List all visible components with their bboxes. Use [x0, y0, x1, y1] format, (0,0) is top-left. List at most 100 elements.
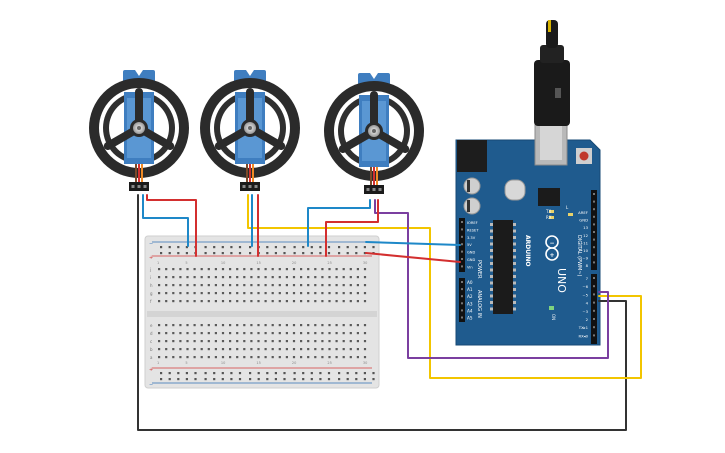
rail-hole[interactable] [249, 372, 252, 375]
terminal-hole[interactable] [356, 284, 359, 287]
terminal-hole[interactable] [158, 324, 161, 327]
terminal-hole[interactable] [257, 268, 260, 271]
terminal-hole[interactable] [264, 340, 267, 343]
terminal-hole[interactable] [193, 268, 196, 271]
terminal-hole[interactable] [285, 276, 288, 279]
terminal-hole[interactable] [221, 276, 225, 279]
terminal-hole[interactable] [207, 332, 210, 335]
terminal-hole[interactable] [363, 324, 367, 327]
terminal-hole[interactable] [300, 356, 303, 359]
terminal-hole[interactable] [321, 332, 324, 335]
rail-hole[interactable] [160, 252, 163, 255]
rail-hole[interactable] [372, 378, 375, 381]
rail-hole[interactable] [177, 372, 180, 375]
terminal-hole[interactable] [243, 284, 246, 287]
terminal-hole[interactable] [335, 332, 338, 335]
terminal-hole[interactable] [278, 292, 281, 295]
terminal-hole[interactable] [264, 356, 267, 359]
terminal-hole[interactable] [236, 300, 239, 303]
terminal-hole[interactable] [292, 356, 296, 359]
top-power-rail[interactable] [160, 246, 375, 255]
terminal-hole[interactable] [186, 332, 189, 335]
terminal-hole[interactable] [236, 348, 239, 351]
terminal-hole[interactable] [363, 300, 367, 303]
terminal-hole[interactable] [335, 348, 338, 351]
terminal-hole[interactable] [271, 268, 274, 271]
rail-hole[interactable] [249, 252, 252, 255]
terminal-hole[interactable] [165, 300, 168, 303]
terminal-hole[interactable] [271, 324, 274, 327]
terminal-hole[interactable] [207, 324, 210, 327]
rail-hole[interactable] [249, 378, 252, 381]
terminal-hole[interactable] [165, 332, 168, 335]
terminal-hole[interactable] [307, 340, 310, 343]
terminal-hole[interactable] [349, 356, 352, 359]
terminal-hole[interactable] [314, 356, 317, 359]
terminal-hole[interactable] [285, 292, 288, 295]
terminal-hole[interactable] [264, 284, 267, 287]
terminal-hole[interactable] [200, 324, 203, 327]
terminal-hole[interactable] [243, 324, 246, 327]
terminal-hole[interactable] [328, 324, 331, 327]
terminal-hole[interactable] [165, 324, 168, 327]
terminal-hole[interactable] [314, 332, 317, 335]
terminal-hole[interactable] [300, 340, 303, 343]
rail-hole[interactable] [338, 246, 341, 249]
rail-hole[interactable] [355, 252, 358, 255]
terminal-hole[interactable] [363, 276, 367, 279]
terminal-hole[interactable] [335, 356, 338, 359]
terminal-hole[interactable] [356, 324, 359, 327]
rail-hole[interactable] [249, 246, 252, 249]
rail-hole[interactable] [238, 246, 242, 249]
rail-hole[interactable] [363, 252, 366, 255]
terminal-hole[interactable] [335, 276, 338, 279]
terminal-hole[interactable] [243, 292, 246, 295]
terminal-hole[interactable] [328, 300, 331, 303]
rail-hole[interactable] [283, 246, 286, 249]
rail-hole[interactable] [177, 252, 180, 255]
terminal-hole[interactable] [335, 300, 338, 303]
terminal-hole[interactable] [221, 284, 225, 287]
terminal-hole[interactable] [200, 292, 203, 295]
terminal-hole[interactable] [349, 284, 352, 287]
terminal-hole[interactable] [165, 284, 168, 287]
rail-hole[interactable] [302, 246, 305, 249]
rail-hole[interactable] [238, 378, 242, 381]
terminal-hole[interactable] [200, 340, 203, 343]
terminal-hole[interactable] [186, 276, 189, 279]
terminal-hole[interactable] [229, 348, 232, 351]
terminal-hole[interactable] [278, 268, 281, 271]
terminal-hole[interactable] [250, 300, 253, 303]
terminal-hole[interactable] [356, 348, 359, 351]
terminal-hole[interactable] [264, 324, 267, 327]
terminal-hole[interactable] [307, 324, 310, 327]
terminal-hole[interactable] [314, 348, 317, 351]
terminal-hole[interactable] [200, 348, 203, 351]
terminal-hole[interactable] [214, 300, 217, 303]
terminal-hole[interactable] [314, 292, 317, 295]
terminal-hole[interactable] [363, 268, 367, 271]
rail-hole[interactable] [266, 378, 269, 381]
terminal-hole[interactable] [264, 348, 267, 351]
terminal-hole[interactable] [342, 292, 345, 295]
terminal-hole[interactable] [193, 300, 196, 303]
rail-hole[interactable] [185, 252, 188, 255]
rail-hole[interactable] [363, 246, 366, 249]
rail-hole[interactable] [177, 246, 180, 249]
terminal-hole[interactable] [236, 332, 239, 335]
terminal-hole[interactable] [314, 276, 317, 279]
terminal-hole[interactable] [229, 332, 232, 335]
terminal-hole[interactable] [349, 300, 352, 303]
terminal-hole[interactable] [250, 332, 253, 335]
terminal-hole[interactable] [300, 332, 303, 335]
terminal-hole[interactable] [172, 324, 175, 327]
terminal-hole[interactable] [285, 300, 288, 303]
terminal-hole[interactable] [200, 284, 203, 287]
terminal-hole[interactable] [271, 276, 274, 279]
terminal-hole[interactable] [271, 332, 274, 335]
terminal-hole[interactable] [229, 276, 232, 279]
rail-hole[interactable] [327, 372, 331, 375]
terminal-hole[interactable] [349, 332, 352, 335]
terminal-hole[interactable] [200, 300, 203, 303]
